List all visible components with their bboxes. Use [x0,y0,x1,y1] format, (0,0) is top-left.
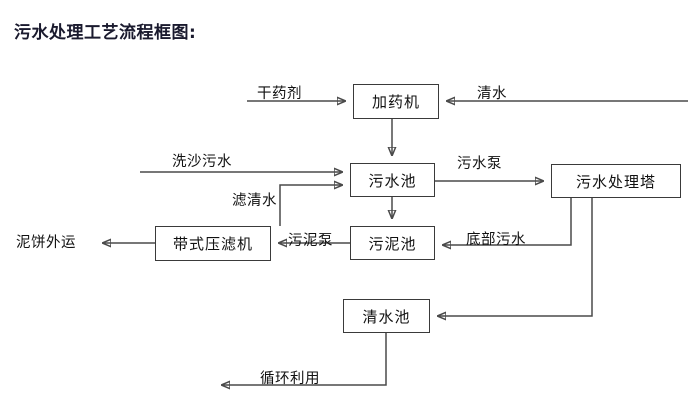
edge-label-sand-washing-sewage: 洗沙污水 [172,154,232,170]
edge-label-recycle-use: 循环利用 [260,371,320,387]
edge-label-sludge-pump: 污泥泵 [288,233,333,249]
wire-filtrate-to-sewage-pool [279,185,342,226]
edge-label-bottom-sewage: 底部污水 [466,232,526,248]
wire-tower-to-clear-pool [438,198,593,316]
edge-label-filtrate-water: 滤清水 [232,193,277,209]
node-sewage-treatment-tower[interactable]: 污水处理塔 [551,164,681,198]
edge-label-sewage-pump: 污水泵 [457,156,502,172]
node-belt-filter-press[interactable]: 带式压滤机 [155,226,271,261]
edge-label-clean-water: 清水 [477,86,507,102]
node-dosing-machine[interactable]: 加药机 [353,84,439,119]
node-sewage-pool[interactable]: 污水池 [350,163,435,197]
edge-label-mud-cake-transport: 泥饼外运 [16,235,76,251]
page-title: 污水处理工艺流程框图: [14,23,197,43]
wire-tower-bottom-sewage-to-sludge-pool [443,198,572,245]
wire-clear-pool-recycle [222,333,387,385]
node-clear-water-pool[interactable]: 清水池 [343,299,430,333]
edge-label-dry-agent: 干药剂 [257,86,302,102]
node-sludge-pool[interactable]: 污泥池 [350,226,435,260]
